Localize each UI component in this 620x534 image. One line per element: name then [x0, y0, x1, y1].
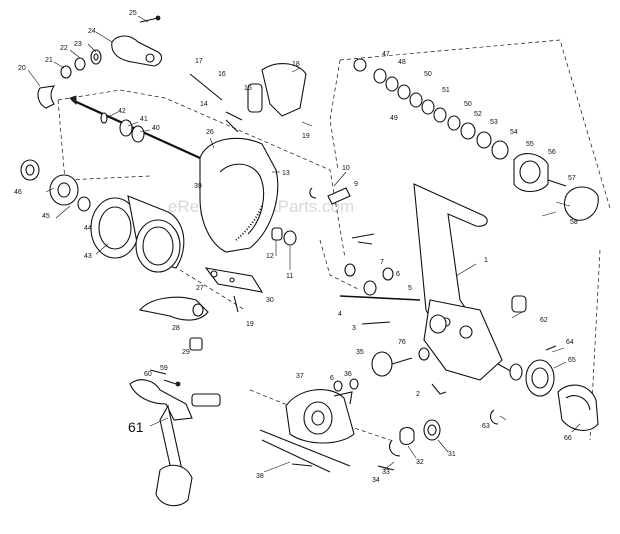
oscillation-parts: [339, 263, 421, 325]
callout-label: 27: [196, 285, 204, 292]
callout-label: 59: [160, 365, 168, 372]
callout-label: 46: [14, 189, 22, 196]
callout-label: 9: [354, 181, 358, 188]
callout-label: 39: [194, 183, 202, 190]
callout-label: 64: [566, 339, 574, 346]
callout-label: 56: [548, 149, 556, 156]
callout-label: 30: [266, 297, 274, 304]
callout-labels: 25 24 22 23 21 20 42 41 40 17 16 15 18 1…: [14, 10, 578, 484]
callout-label: 50: [464, 101, 472, 108]
callout-label: 24: [88, 28, 96, 35]
callout-label: 7: [380, 259, 384, 266]
main-shaft: [69, 95, 201, 160]
callout-label: 42: [118, 108, 126, 115]
rotor-housing: [189, 63, 307, 253]
callout-label: 66: [564, 435, 572, 442]
callout-label: 34: [372, 477, 380, 484]
callout-label: 2: [416, 391, 420, 398]
leader-lines: [27, 15, 581, 473]
callout-label: 49: [390, 115, 398, 122]
callout-label: 65: [568, 357, 576, 364]
callout-label-large: 61: [128, 419, 144, 435]
callout-label: 53: [490, 119, 498, 126]
callout-label: 55: [526, 141, 534, 148]
callout-label: 17: [195, 58, 203, 65]
callout-label: 38: [256, 473, 264, 480]
callout-label: 20: [18, 65, 26, 72]
callout-label: 37: [296, 373, 304, 380]
callout-label: 50: [424, 71, 432, 78]
pinion-gear-parts: [285, 347, 430, 444]
handle-assembly: [129, 369, 221, 507]
callout-label: 19: [302, 133, 310, 140]
bail-arm-assembly: [37, 15, 163, 109]
callout-label: 58: [570, 219, 578, 226]
spool-assembly: [20, 159, 185, 273]
callout-label: 76: [398, 339, 406, 346]
callout-label: 31: [448, 451, 456, 458]
callout-label: 22: [60, 45, 68, 52]
callout-label: 63: [482, 423, 490, 430]
callout-label: 12: [266, 253, 274, 260]
callout-label: 15: [244, 85, 252, 92]
small-parts-center: [271, 187, 375, 246]
callout-label: 54: [510, 129, 518, 136]
callout-label: 62: [540, 317, 548, 324]
callout-label: 43: [84, 253, 92, 260]
callout-label: 51: [442, 87, 450, 94]
callout-label: 21: [45, 57, 53, 64]
callout-label: 1: [484, 257, 488, 264]
callout-label: 18: [292, 61, 300, 68]
callout-label: 13: [282, 170, 290, 177]
callout-label: 52: [474, 111, 482, 118]
callout-label: 29: [182, 349, 190, 356]
callout-label: 57: [568, 175, 576, 182]
callout-label: 26: [206, 129, 214, 136]
callout-label: 44: [84, 225, 92, 232]
callout-label: 32: [416, 459, 424, 466]
callout-label: 6: [330, 375, 334, 382]
callout-label: 25: [129, 10, 137, 17]
callout-label: 36: [344, 371, 352, 378]
callout-label: 23: [74, 41, 82, 48]
callout-label: 41: [140, 116, 148, 123]
callout-label: 35: [356, 349, 364, 356]
drag-stack: [353, 58, 599, 221]
reel-body-frame: [413, 183, 527, 381]
callout-label: 48: [398, 59, 406, 66]
callout-label: 5: [408, 285, 412, 292]
callout-label: 45: [42, 213, 50, 220]
callout-label: 47: [382, 51, 390, 58]
right-side-cover: [525, 345, 599, 431]
callout-label: 28: [172, 325, 180, 332]
callout-label: 33: [382, 469, 390, 476]
callout-label: 14: [200, 101, 208, 108]
callout-label: 3: [352, 325, 356, 332]
callout-label: 4: [338, 311, 342, 318]
callout-label: 40: [152, 125, 160, 132]
bail-trip-parts: [138, 267, 264, 351]
callout-label: 19: [246, 321, 254, 328]
callout-label: 6: [396, 271, 400, 278]
callout-label: 11: [286, 273, 293, 280]
lower-small-parts: [259, 383, 499, 473]
callout-label: 10: [342, 165, 350, 172]
callout-label: 16: [218, 71, 226, 78]
callout-label: 60: [144, 371, 152, 378]
